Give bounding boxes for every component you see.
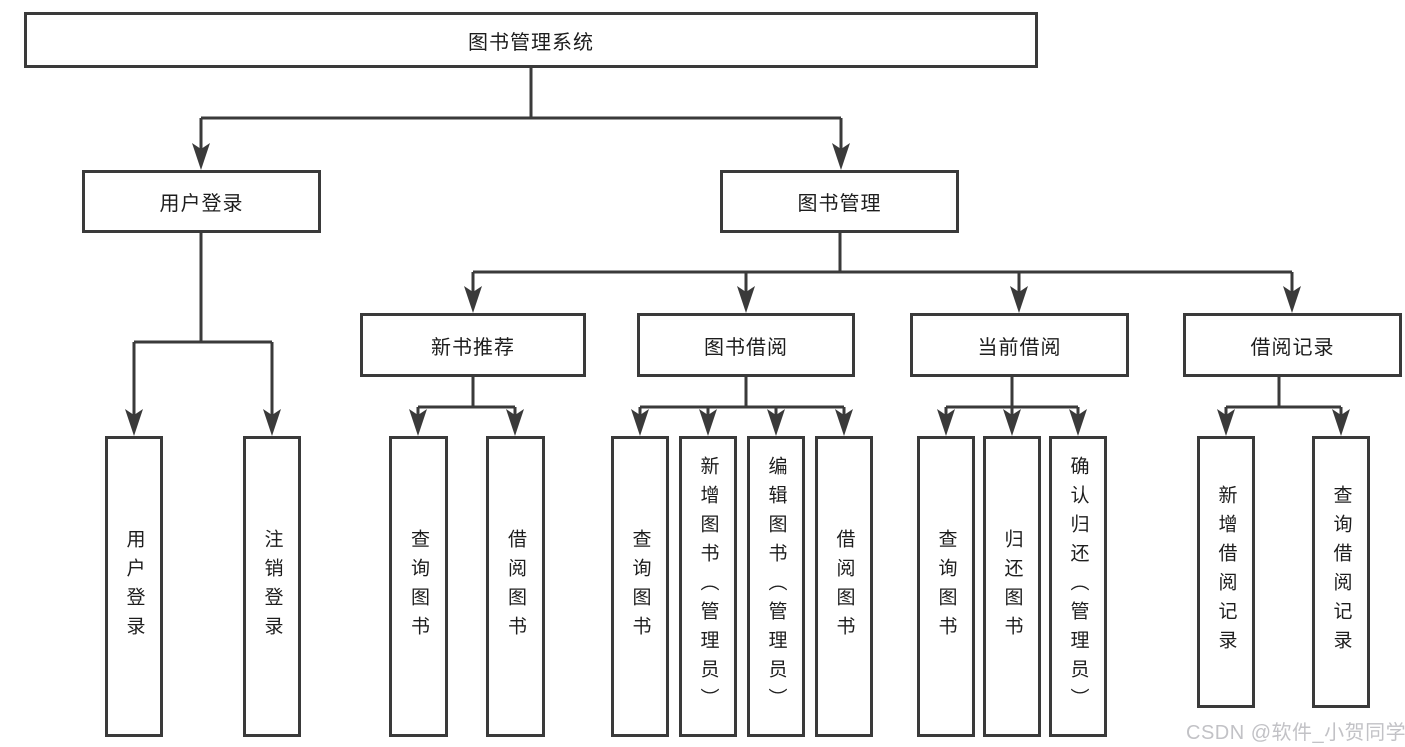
- leaf-query-books-recommend-label: 查询图书: [408, 528, 429, 645]
- leaf-add-borrow-record-label: 新增借阅记录: [1215, 485, 1237, 659]
- leaf-query-borrow-record: 查询借阅记录: [1312, 436, 1370, 708]
- leaf-query-books-current: 查询图书: [917, 436, 975, 737]
- leaf-query-borrow-record-label: 查询借阅记录: [1330, 485, 1352, 659]
- leaf-add-books-admin-label: 新增图书（管理员）: [697, 456, 719, 717]
- node-borrow-records-label: 借阅记录: [1250, 336, 1335, 359]
- node-book-management-label: 图书管理: [797, 193, 882, 215]
- node-new-book-recommend-label: 新书推荐: [431, 336, 515, 359]
- node-user-login-label: 用户登录: [159, 193, 244, 215]
- node-root-library-system: 图书管理系统: [24, 12, 1038, 68]
- leaf-query-books-current-label: 查询图书: [935, 528, 957, 645]
- node-current-borrow-label: 当前借阅: [977, 336, 1062, 359]
- leaf-confirm-return-admin: 确认归还（管理员）: [1049, 436, 1107, 737]
- leaf-add-books-admin: 新增图书（管理员）: [679, 436, 737, 737]
- leaf-query-books-borrow: 查询图书: [611, 436, 669, 737]
- leaf-confirm-return-admin-label: 确认归还（管理员）: [1067, 456, 1089, 717]
- leaf-query-books-recommend: 查询图书: [389, 436, 448, 737]
- leaf-add-borrow-record: 新增借阅记录: [1197, 436, 1255, 708]
- leaf-borrow-books-label: 借阅图书: [833, 528, 855, 645]
- leaf-borrow-books: 借阅图书: [815, 436, 873, 737]
- node-new-book-recommend: 新书推荐: [360, 313, 586, 377]
- node-current-borrow: 当前借阅: [910, 313, 1129, 377]
- leaf-query-books-borrow-label: 查询图书: [629, 528, 651, 645]
- leaf-borrow-books-recommend-label: 借阅图书: [505, 528, 526, 645]
- node-book-borrow: 图书借阅: [637, 313, 855, 377]
- node-root-label: 图书管理系统: [468, 31, 594, 54]
- leaf-logout-label: 注销登录: [261, 528, 283, 645]
- leaf-user-login-label: 用户登录: [123, 528, 145, 645]
- csdn-watermark: CSDN @软件_小贺同学: [1186, 722, 1405, 744]
- leaf-borrow-books-recommend: 借阅图书: [486, 436, 545, 737]
- node-borrow-records: 借阅记录: [1183, 313, 1402, 377]
- leaf-edit-books-admin-label: 编辑图书（管理员）: [765, 456, 787, 717]
- leaf-logout: 注销登录: [243, 436, 301, 737]
- leaf-user-login: 用户登录: [105, 436, 163, 737]
- node-user-login: 用户登录: [82, 170, 321, 233]
- node-book-management: 图书管理: [720, 170, 959, 233]
- leaf-return-books: 归还图书: [983, 436, 1041, 737]
- node-book-borrow-label: 图书借阅: [704, 336, 788, 359]
- leaf-return-books-label: 归还图书: [1001, 528, 1023, 645]
- leaf-edit-books-admin: 编辑图书（管理员）: [747, 436, 805, 737]
